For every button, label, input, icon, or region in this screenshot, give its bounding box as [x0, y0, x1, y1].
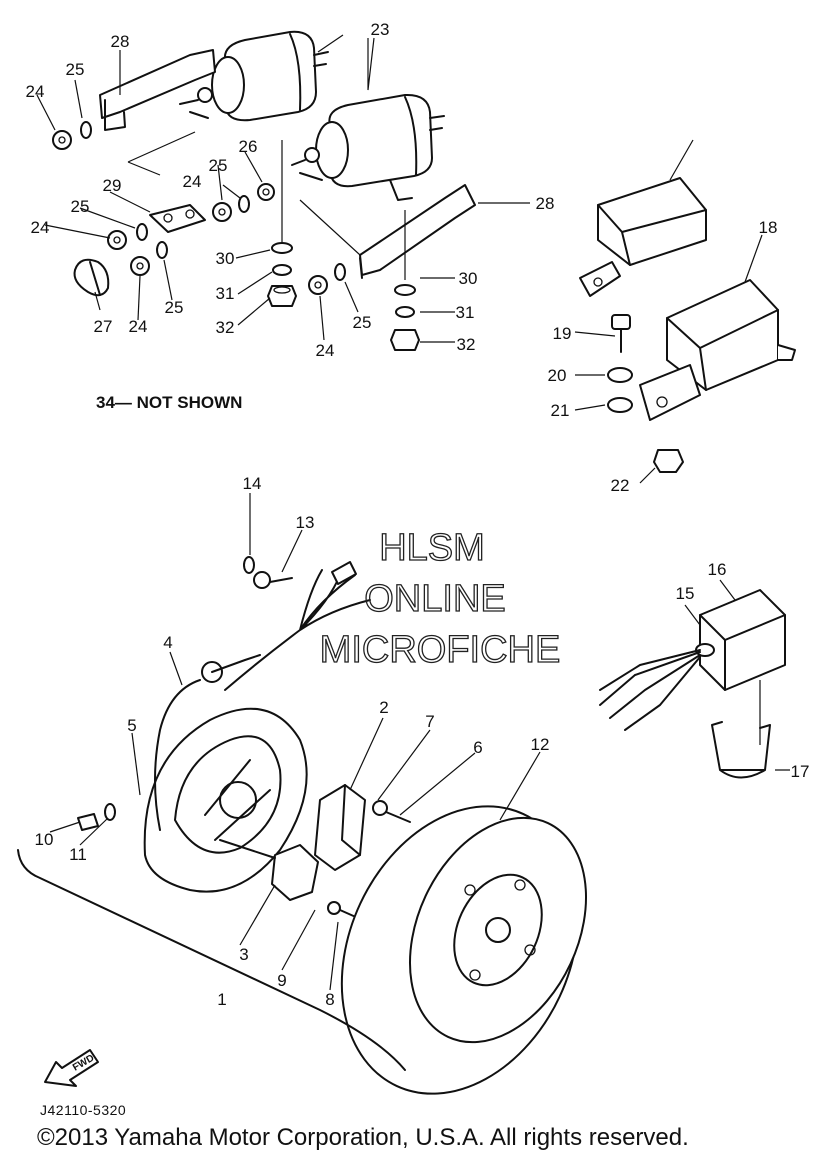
pulser-coil: [219, 839, 319, 901]
callout-29: 29: [103, 176, 122, 195]
relay-bracket-upper: [99, 49, 216, 131]
leader-lines: [36, 34, 790, 991]
callout-24e: 24: [316, 341, 335, 360]
callout-23: 23: [371, 20, 390, 39]
watermark: HLSM ONLINE MICROFICHE: [319, 526, 561, 671]
callout-25e: 25: [353, 313, 372, 332]
not-shown-note: 34— NOT SHOWN: [96, 393, 243, 412]
ignition-coil: [314, 784, 366, 871]
watermark-line-2: ONLINE: [364, 578, 505, 620]
callout-24a: 24: [26, 82, 45, 101]
relay-boot: [73, 258, 110, 297]
watermark-line-1: HLSM: [379, 527, 485, 569]
cdi-unit: [599, 589, 786, 731]
callout-31b: 31: [456, 303, 475, 322]
callout-32a: 32: [216, 318, 235, 337]
callout-21: 21: [551, 401, 570, 420]
callout-27: 27: [94, 317, 113, 336]
relay-plate: [149, 204, 206, 233]
callout-17: 17: [791, 762, 810, 781]
callout-24c: 24: [31, 218, 50, 237]
callout-15: 15: [676, 584, 695, 603]
callout-10: 10: [35, 830, 54, 849]
callout-numbers: 23 28 25 24 26 25 24 29 25 24 28 30 31 3…: [26, 20, 810, 1009]
callout-8: 8: [325, 990, 334, 1009]
callout-18: 18: [759, 218, 778, 237]
wire-harness: [154, 561, 371, 831]
callout-28a: 28: [111, 32, 130, 51]
callout-20: 20: [548, 366, 567, 385]
callout-24b: 24: [183, 172, 202, 191]
callout-28b: 28: [536, 194, 555, 213]
terminal-hardware-stack-right: [390, 210, 420, 351]
callout-25b: 25: [209, 156, 228, 175]
callout-26: 26: [239, 137, 258, 156]
fwd-arrow: FWD: [44, 1049, 99, 1087]
callout-14: 14: [243, 474, 262, 493]
callout-12: 12: [531, 735, 550, 754]
callout-25c: 25: [71, 197, 90, 216]
callout-6: 6: [473, 738, 482, 757]
callout-5: 5: [127, 716, 136, 735]
bolts-screws: [77, 556, 411, 919]
callout-22: 22: [611, 476, 630, 495]
nuts-washers-left: [52, 121, 346, 295]
watermark-line-3: MICROFICHE: [320, 629, 561, 671]
regulator-hardware: [607, 314, 684, 473]
callout-16: 16: [708, 560, 727, 579]
callout-1: 1: [217, 990, 226, 1009]
drawing-code: J42110-5320: [40, 1102, 127, 1118]
callout-24d: 24: [129, 317, 148, 336]
callout-30a: 30: [216, 249, 235, 268]
copyright-notice: ©2013 Yamaha Motor Corporation, U.S.A. A…: [37, 1124, 689, 1151]
callout-7: 7: [425, 712, 434, 731]
callout-30b: 30: [459, 269, 478, 288]
callout-2: 2: [379, 698, 388, 717]
flywheel: [340, 805, 587, 1095]
callout-32b: 32: [457, 335, 476, 354]
callout-3: 3: [239, 945, 248, 964]
rectifier-33: [579, 177, 707, 297]
regulator-18: [639, 279, 796, 421]
terminal-hardware-stack-left: [267, 140, 297, 307]
callout-25d: 25: [165, 298, 184, 317]
stator-assembly: [143, 707, 308, 893]
callout-4: 4: [163, 633, 172, 652]
callout-25a: 25: [66, 60, 85, 79]
callout-31a: 31: [216, 284, 235, 303]
starter-relay-lower: [291, 93, 445, 201]
callout-9: 9: [277, 971, 286, 990]
callout-13: 13: [296, 513, 315, 532]
callout-19: 19: [553, 324, 572, 343]
starter-relay-upper: [179, 30, 329, 122]
relay-bracket-lower: [359, 184, 476, 279]
callout-11: 11: [69, 845, 87, 864]
cdi-bracket: [711, 721, 771, 779]
